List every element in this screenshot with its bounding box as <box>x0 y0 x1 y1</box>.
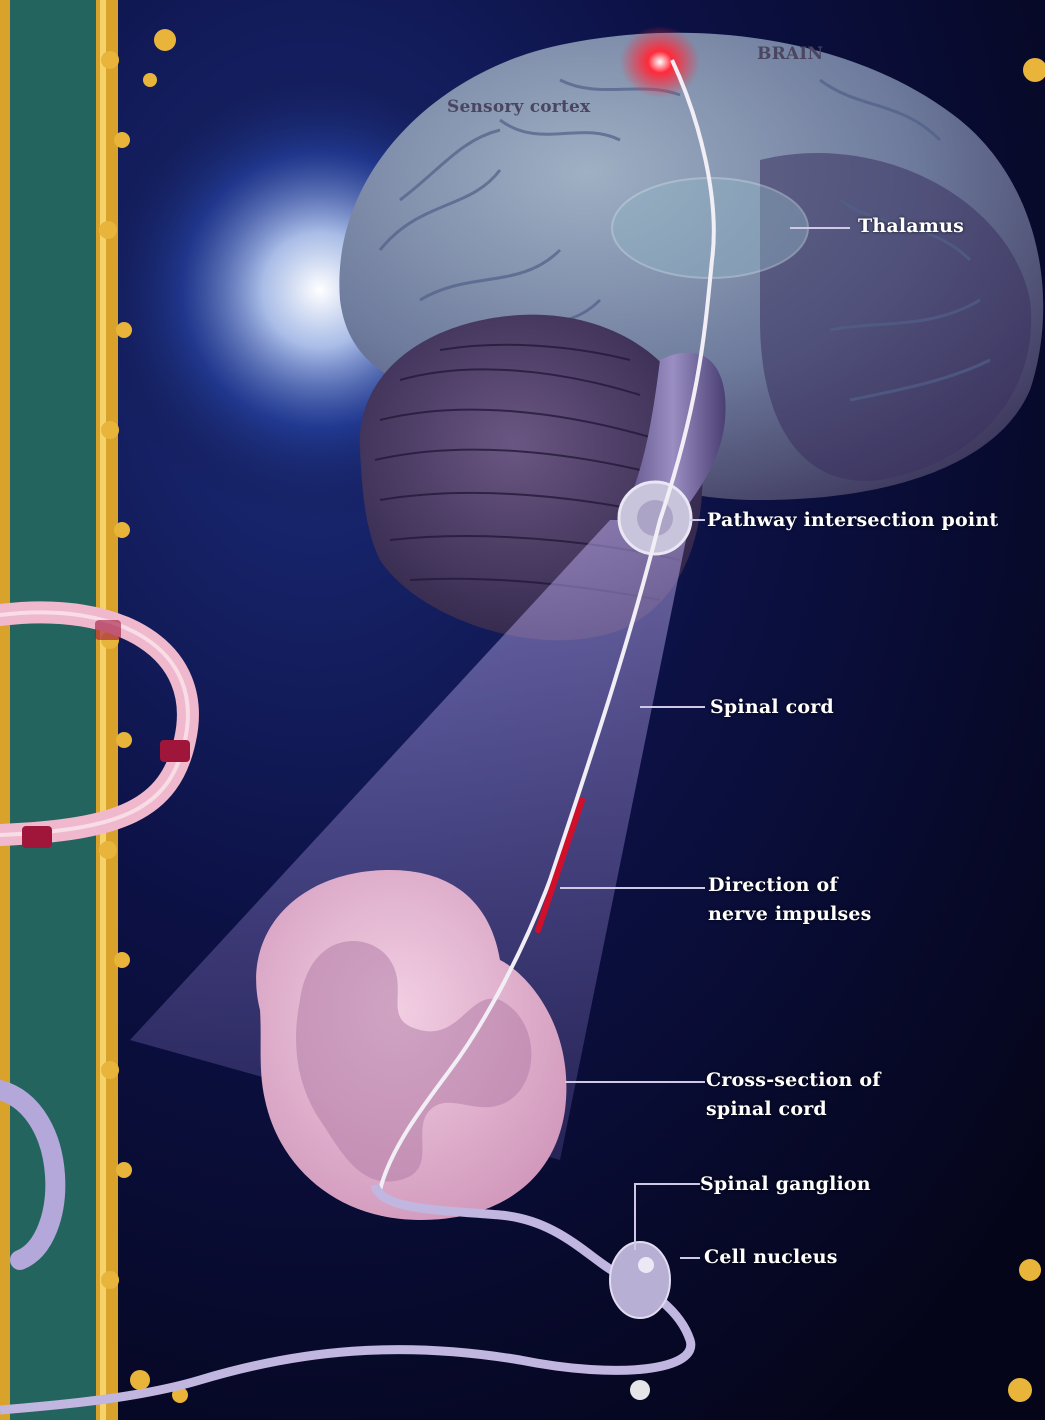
cell-nucleus-dot <box>638 1257 654 1273</box>
stimulus-point <box>630 1380 650 1400</box>
label-cross-section-line2: spinal cord <box>706 1095 881 1124</box>
label-direction-line1: Direction of <box>708 871 872 900</box>
spinal-ganglion-body <box>610 1242 670 1318</box>
label-sensory-cortex: Sensory cortex <box>447 93 590 122</box>
label-thalamus: Thalamus <box>858 212 964 241</box>
label-cell-nucleus: Cell nucleus <box>704 1243 838 1272</box>
label-cross-section-line1: Cross-section of <box>706 1066 881 1095</box>
label-spinal-ganglion: Spinal ganglion <box>700 1170 871 1199</box>
label-spinal-cord: Spinal cord <box>710 693 834 722</box>
label-direction-line2: nerve impulses <box>708 900 872 929</box>
label-cross-section: Cross-section of spinal cord <box>706 1066 881 1124</box>
label-brain: BRAIN <box>757 40 823 69</box>
label-direction-of-nerve-impulses: Direction of nerve impulses <box>708 871 872 929</box>
sensory-hotspot <box>620 26 700 98</box>
label-pathway-intersection: Pathway intersection point <box>707 506 998 535</box>
